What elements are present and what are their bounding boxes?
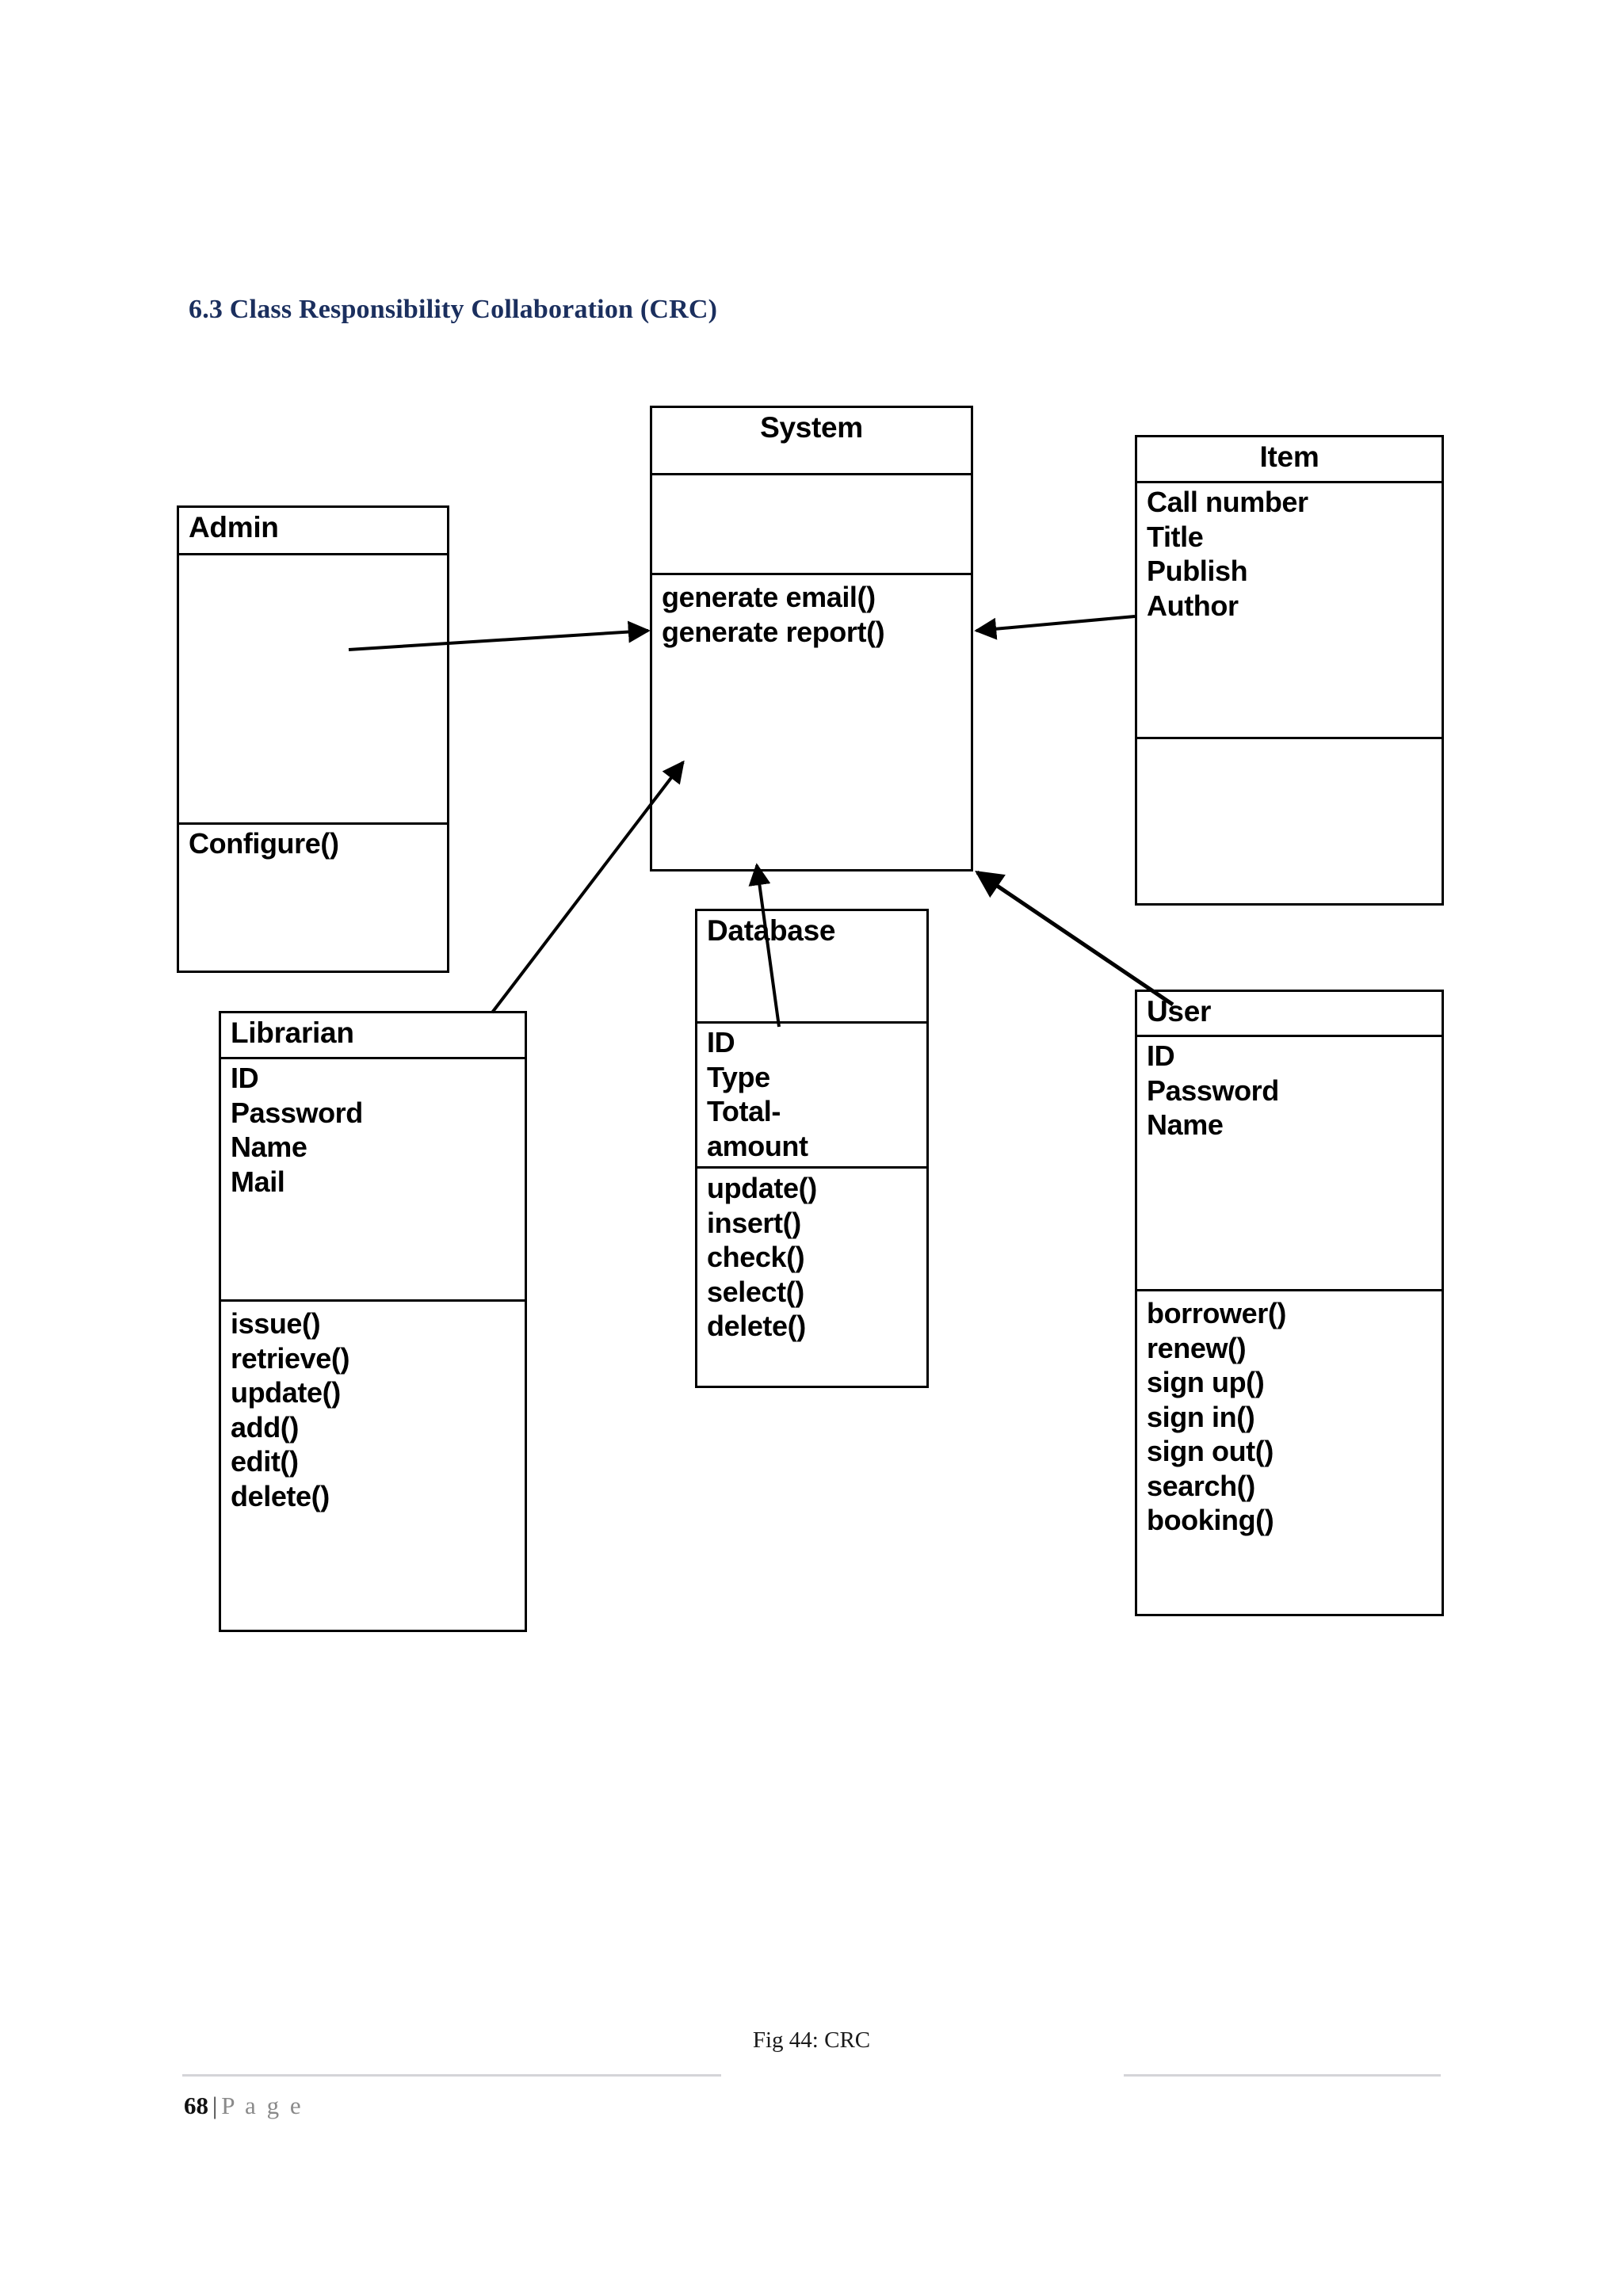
method-item: add() bbox=[231, 1410, 299, 1444]
class-name-database: Database bbox=[707, 914, 836, 947]
method-item: sign in() bbox=[1147, 1400, 1255, 1433]
class-title-compartment: Admin bbox=[179, 508, 447, 555]
method-item: generate email() bbox=[662, 581, 876, 613]
page-number: 68 bbox=[184, 2092, 208, 2119]
class-name-system: System bbox=[760, 411, 863, 444]
attribute-item: Password bbox=[1147, 1074, 1279, 1107]
uml-class-admin[interactable]: Admin Configure() bbox=[177, 505, 449, 973]
attribute-item: amount bbox=[707, 1129, 808, 1162]
class-attributes-compartment: ID Password Name Mail bbox=[221, 1059, 525, 1302]
section-heading: 6.3 Class Responsibility Collaboration (… bbox=[189, 295, 718, 324]
footer-divider-right bbox=[1124, 2074, 1441, 2077]
class-attributes-compartment: ID Type Total- amount bbox=[697, 1024, 926, 1169]
class-attributes-compartment bbox=[179, 555, 447, 825]
method-item: Configure() bbox=[189, 827, 339, 860]
uml-class-librarian[interactable]: Librarian ID Password Name Mail issue() … bbox=[219, 1011, 527, 1632]
class-name-user: User bbox=[1147, 995, 1212, 1028]
class-methods-compartment bbox=[1137, 739, 1442, 903]
connector-item-to-system bbox=[974, 615, 1136, 640]
page-word: P a g e bbox=[221, 2092, 304, 2119]
uml-class-user[interactable]: User ID Password Name borrower() renew()… bbox=[1135, 990, 1444, 1616]
attribute-item: Total- bbox=[707, 1095, 781, 1128]
class-methods-compartment: Configure() bbox=[179, 825, 447, 971]
class-attributes-compartment bbox=[652, 475, 971, 575]
class-name-item: Item bbox=[1259, 441, 1319, 473]
class-title-compartment: Item bbox=[1137, 437, 1442, 483]
method-item: insert() bbox=[707, 1206, 801, 1239]
method-item: check() bbox=[707, 1241, 805, 1274]
method-item: select() bbox=[707, 1275, 804, 1308]
class-title-compartment: System bbox=[652, 408, 971, 475]
class-name-admin: Admin bbox=[189, 511, 279, 543]
uml-class-item[interactable]: Item Call number Title Publish Author bbox=[1135, 435, 1444, 906]
class-attributes-compartment: Call number Title Publish Author bbox=[1137, 483, 1442, 739]
page-separator: | bbox=[212, 2092, 218, 2119]
attribute-item: ID bbox=[1147, 1039, 1175, 1072]
method-item: delete() bbox=[707, 1310, 806, 1343]
footer-divider-left bbox=[182, 2074, 721, 2077]
class-methods-compartment: generate email() generate report() bbox=[652, 575, 971, 869]
method-item: issue() bbox=[231, 1307, 321, 1340]
method-item: update() bbox=[707, 1172, 817, 1204]
method-item: borrower() bbox=[1147, 1297, 1287, 1329]
method-item: generate report() bbox=[662, 615, 885, 648]
attribute-item: Author bbox=[1147, 589, 1239, 622]
attribute-item: Title bbox=[1147, 520, 1204, 553]
method-item: sign up() bbox=[1147, 1366, 1265, 1399]
uml-class-system[interactable]: System generate email() generate report(… bbox=[650, 406, 973, 871]
class-methods-compartment: issue() retrieve() update() add() edit()… bbox=[221, 1302, 525, 1630]
class-title-compartment: Database bbox=[697, 911, 926, 1024]
attribute-item: Publish bbox=[1147, 555, 1248, 588]
method-item: edit() bbox=[231, 1445, 299, 1478]
class-title-compartment: Librarian bbox=[221, 1013, 525, 1059]
class-attributes-compartment: ID Password Name bbox=[1137, 1037, 1442, 1291]
class-methods-compartment: borrower() renew() sign up() sign in() s… bbox=[1137, 1291, 1442, 1614]
method-item: update() bbox=[231, 1376, 341, 1409]
attribute-item: ID bbox=[707, 1026, 735, 1058]
figure-caption: Fig 44: CRC bbox=[752, 2027, 871, 2053]
method-item: sign out() bbox=[1147, 1435, 1274, 1468]
uml-class-database[interactable]: Database ID Type Total- amount update() … bbox=[695, 909, 929, 1388]
attribute-item: ID bbox=[231, 1062, 259, 1094]
class-title-compartment: User bbox=[1137, 992, 1442, 1037]
method-item: booking() bbox=[1147, 1504, 1274, 1537]
attribute-item: Call number bbox=[1147, 486, 1308, 518]
footer-page-label: 68|P a g e bbox=[184, 2092, 304, 2120]
method-item: retrieve() bbox=[231, 1341, 350, 1375]
class-methods-compartment: update() insert() check() select() delet… bbox=[697, 1169, 926, 1386]
method-item: search() bbox=[1147, 1469, 1255, 1502]
attribute-item: Password bbox=[231, 1096, 363, 1129]
method-item: renew() bbox=[1147, 1331, 1247, 1364]
attribute-item: Mail bbox=[231, 1165, 285, 1198]
attribute-item: Type bbox=[707, 1060, 770, 1093]
method-item: delete() bbox=[231, 1479, 330, 1512]
class-name-librarian: Librarian bbox=[231, 1016, 354, 1049]
attribute-item: Name bbox=[1147, 1108, 1224, 1142]
attribute-item: Name bbox=[231, 1131, 307, 1164]
